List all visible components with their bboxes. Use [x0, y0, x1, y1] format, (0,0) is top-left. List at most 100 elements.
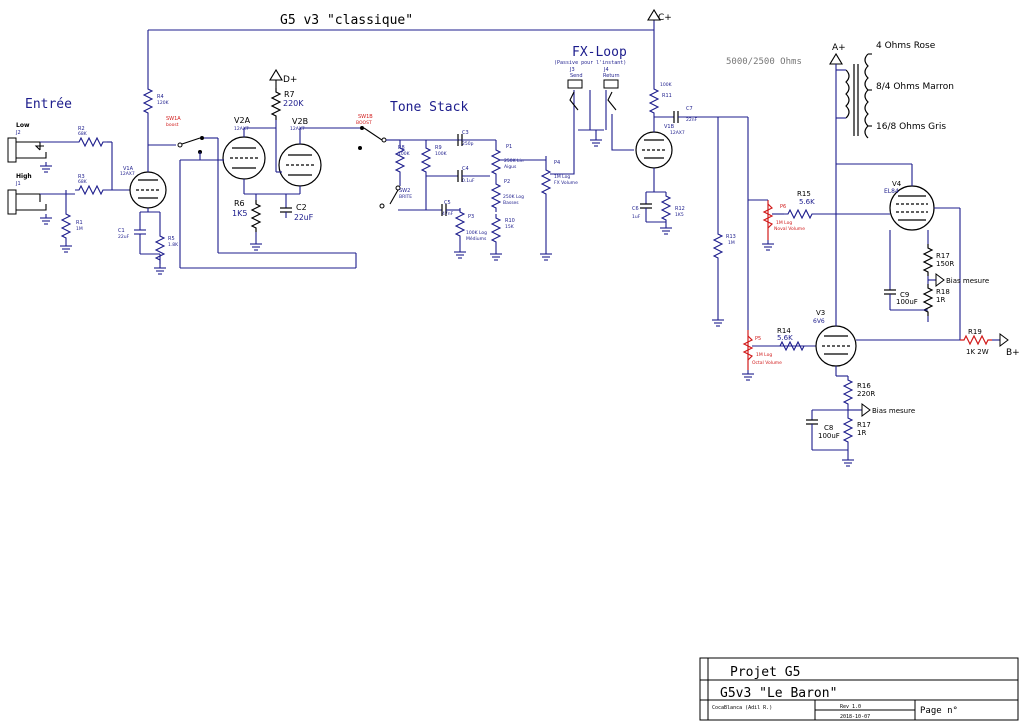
v1b-type: 12AX7 — [670, 130, 685, 136]
c1-ref: C1 — [118, 228, 125, 234]
r5-ref: R5 — [168, 236, 175, 242]
p3-value: 100K Log — [466, 230, 487, 236]
r11-ref: R11 — [662, 93, 672, 99]
v1b-ref: V1B — [664, 124, 675, 130]
title-block-name: G5v3 "Le Baron" — [720, 686, 837, 701]
r17b-ref: R17 — [936, 252, 950, 260]
sw1a-label: boost — [166, 122, 179, 128]
p6-ref: P6 — [780, 204, 786, 210]
title-block-author: CocaBlanca (Adil R.) — [712, 705, 772, 711]
p1-value: 250K Lin — [504, 158, 524, 164]
r7-ref: R7 — [284, 90, 295, 99]
r17b-value: 150R — [936, 260, 954, 268]
input-jacks — [7, 137, 75, 225]
d-plus-label: D+ — [283, 75, 297, 85]
r19-ref: R19 — [968, 328, 982, 336]
r12-value: 1K5 — [675, 212, 684, 218]
r13-ref: R13 — [726, 234, 736, 240]
p4-label: FX Volume — [554, 180, 578, 186]
r15-value: 5.6K — [799, 198, 815, 206]
r6-ref: R6 — [234, 199, 245, 208]
v4-ref: V4 — [892, 180, 902, 188]
r14-value: 5.6K — [777, 334, 793, 342]
r19-value: 1K 2W — [966, 348, 989, 356]
c5-ref: C5 — [444, 200, 451, 206]
sw2-label: BRITE — [399, 194, 412, 200]
j4-ref: J4 — [603, 67, 609, 73]
r1-ref: R1 — [76, 220, 83, 226]
fx-loop-note: (Passive pour l'instant) — [554, 60, 626, 66]
r10-value: 15K — [505, 224, 515, 230]
sw1b-label: BOOST — [356, 120, 372, 126]
r12-ref: R12 — [675, 206, 685, 212]
p6-value: 1M Log — [776, 220, 792, 226]
p1-ref: P1 — [506, 144, 512, 150]
p5-label: Octal Volume — [752, 360, 782, 366]
v3-type: 6V6 — [813, 318, 825, 325]
c4-value: 0.1uF — [462, 178, 475, 184]
v4-type: EL84 — [884, 188, 899, 195]
bias-mesure-v4: Bias mesure — [946, 277, 989, 285]
sw1b-ref: SW1B — [358, 114, 373, 120]
v2a-ref: V2A — [234, 116, 251, 125]
sw1a-ref: SW1A — [166, 116, 181, 122]
r6-value: 1K5 — [232, 209, 247, 218]
r3-ref: R3 — [78, 174, 85, 180]
tone-stack-title: Tone Stack — [390, 100, 468, 115]
r16-ref: R16 — [857, 382, 871, 390]
j4-label: Return — [603, 73, 620, 79]
c5-value: 47nF — [442, 211, 454, 217]
p2-label: Basses — [503, 200, 519, 206]
r10-ref: R10 — [505, 218, 515, 224]
input-high-label: High — [16, 173, 32, 180]
v2a-type: 12AX7 — [234, 126, 249, 132]
r4-ref: R4 — [157, 94, 164, 100]
r18-ref: R18 — [936, 288, 950, 296]
title-block — [699, 657, 1019, 721]
r16-value: 220R — [857, 390, 875, 398]
fx-loop-title: FX-Loop — [572, 45, 627, 60]
title-block-project: Projet G5 — [730, 665, 800, 680]
p3-ref: P3 — [468, 214, 474, 220]
j3-label: Send — [570, 73, 583, 79]
title-block-rev: Rev 1.0 — [840, 704, 861, 710]
c9-ref: C9 — [900, 291, 909, 299]
b-plus-label: B+ — [1006, 348, 1020, 358]
p2-ref: P2 — [504, 179, 510, 185]
c2-ref: C2 — [296, 203, 307, 212]
p4-ref: P4 — [554, 160, 560, 166]
r5-value: 1.8K — [168, 242, 179, 248]
r3-value: 68K — [78, 179, 88, 185]
p4-value: 1M Log — [554, 174, 570, 180]
c3-value: 250p — [462, 141, 474, 147]
j3-ref: J3 — [569, 67, 575, 73]
r2-ref: R2 — [78, 126, 85, 132]
c7-value: 22nF — [686, 117, 698, 123]
p6-label: Noval Volume — [774, 226, 805, 232]
p3-label: Médiums — [466, 235, 487, 242]
c9-value: 100uF — [896, 298, 918, 306]
transformer-tap-2: 8/4 Ohms Marron — [876, 82, 954, 92]
p1-label: Aigus — [504, 164, 517, 170]
c3-ref: C3 — [462, 130, 469, 136]
schematic-title: G5 v3 "classique" — [280, 13, 413, 28]
p2-value: 250K Log — [503, 194, 524, 200]
bias-mesure-v3: Bias mesure — [872, 407, 915, 415]
c4-ref: C4 — [462, 166, 469, 172]
c8-value: 100uF — [818, 432, 840, 440]
v3-ref: V3 — [816, 309, 825, 317]
r9-value: 100K — [435, 151, 448, 157]
r9-ref: R9 — [435, 145, 442, 151]
a-plus-label: A+ — [832, 43, 846, 53]
c6-value: 1uF — [632, 214, 641, 220]
r15-ref: R15 — [797, 190, 811, 198]
c7-ref: C7 — [686, 106, 693, 112]
c2-value: 22uF — [294, 213, 313, 222]
c8-ref: C8 — [824, 424, 833, 432]
input-high-jack: J1 — [15, 181, 21, 187]
c-plus-label: C+ — [658, 13, 672, 23]
v1a-ref: V1A — [123, 166, 134, 172]
